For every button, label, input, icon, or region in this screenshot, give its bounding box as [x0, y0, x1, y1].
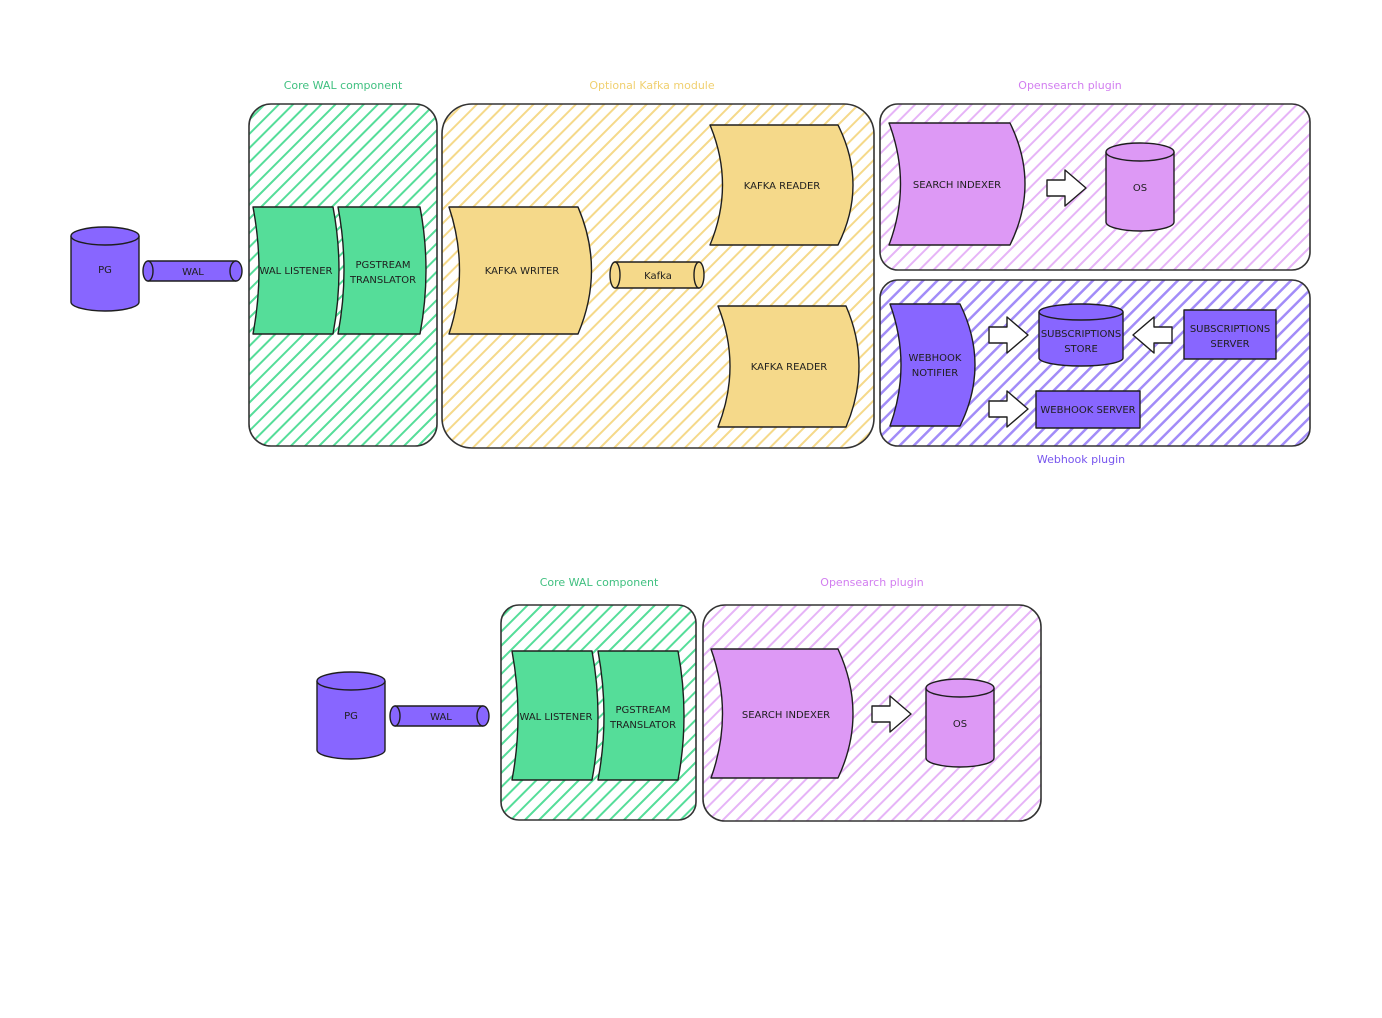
top-webhook-group-title: Webhook plugin [1037, 453, 1125, 466]
bottom-wal-pipe: WAL [389, 705, 490, 727]
top-arrow-from-subscriptions-server-icon [1132, 316, 1173, 354]
top-pgstream-translator-label-2: TRANSLATOR [349, 275, 416, 286]
bottom-os-database: OS [925, 678, 995, 768]
top-kafka-group-title: Optional Kafka module [589, 79, 715, 92]
top-subscriptions-server-label-1: SUBSCRIPTIONS [1190, 324, 1270, 335]
top-subscriptions-store-label-2: STORE [1064, 344, 1098, 355]
top-webhook-server: WEBHOOK SERVER [1035, 390, 1141, 429]
top-kafka-writer: KAFKA WRITER [448, 206, 593, 335]
bottom-os-label: OS [953, 719, 967, 730]
top-diagram: Core WAL component Optional Kafka module… [70, 79, 1311, 466]
top-webhook-notifier-label-2: NOTIFIER [912, 368, 958, 379]
top-kafka-pipe-label: Kafka [644, 271, 672, 282]
top-webhook-notifier-label-1: WEBHOOK [909, 353, 962, 364]
bottom-pgstream-translator: PGSTREAM TRANSLATOR [597, 650, 685, 781]
top-kafka-pipe: Kafka [609, 261, 705, 289]
top-arrow-to-webhook-server-icon [988, 390, 1029, 428]
top-pg-database: PG [70, 226, 140, 312]
top-search-indexer: SEARCH INDEXER [888, 122, 1026, 246]
top-subscriptions-store-label-1: SUBSCRIPTIONS [1041, 329, 1121, 340]
bottom-pg-label: PG [344, 711, 358, 722]
top-kafka-reader-1: KAFKA READER [709, 124, 854, 246]
top-subscriptions-store: SUBSCRIPTIONS STORE [1038, 303, 1124, 367]
top-core-group [248, 103, 438, 447]
top-subscriptions-server: SUBSCRIPTIONS SERVER [1183, 309, 1277, 360]
top-pgstream-translator-label-1: PGSTREAM [356, 260, 411, 271]
bottom-opensearch-group-title: Opensearch plugin [820, 576, 923, 589]
bottom-wal-label: WAL [430, 712, 452, 723]
top-kafka-writer-label: KAFKA WRITER [485, 266, 560, 277]
bottom-pg-database: PG [316, 671, 386, 760]
top-wal-listener-label: WAL LISTENER [260, 266, 333, 277]
bottom-search-indexer: SEARCH INDEXER [710, 648, 854, 779]
top-arrow-to-store-icon [988, 316, 1029, 354]
top-pg-label: PG [98, 265, 112, 276]
top-pgstream-translator: PGSTREAM TRANSLATOR [337, 206, 427, 335]
top-core-group-title: Core WAL component [284, 79, 403, 92]
top-opensearch-group-title: Opensearch plugin [1018, 79, 1121, 92]
bottom-pgstream-translator-label-1: PGSTREAM [616, 705, 671, 716]
top-search-indexer-label: SEARCH INDEXER [913, 180, 1001, 191]
top-wal-listener: WAL LISTENER [252, 206, 340, 335]
top-wal-pipe: WAL [142, 260, 243, 282]
top-webhook-notifier: WEBHOOK NOTIFIER [889, 303, 976, 427]
top-wal-label: WAL [182, 267, 204, 278]
bottom-arrow-to-os-icon [871, 695, 912, 733]
bottom-pgstream-translator-label-2: TRANSLATOR [609, 720, 676, 731]
top-subscriptions-server-label-2: SERVER [1210, 339, 1249, 350]
bottom-wal-listener: WAL LISTENER [511, 650, 599, 781]
top-os-database: OS [1105, 142, 1175, 232]
top-kafka-reader-2: KAFKA READER [717, 305, 860, 428]
bottom-search-indexer-label: SEARCH INDEXER [742, 710, 830, 721]
top-webhook-server-label: WEBHOOK SERVER [1040, 405, 1135, 416]
top-arrow-to-os-icon [1046, 169, 1087, 207]
bottom-diagram: Core WAL component Opensearch plugin PG … [316, 576, 1042, 822]
top-kafka-reader-1-label: KAFKA READER [744, 181, 821, 192]
bottom-core-group-title: Core WAL component [540, 576, 659, 589]
bottom-wal-listener-label: WAL LISTENER [520, 712, 593, 723]
top-kafka-reader-2-label: KAFKA READER [751, 362, 828, 373]
top-os-label: OS [1133, 183, 1147, 194]
